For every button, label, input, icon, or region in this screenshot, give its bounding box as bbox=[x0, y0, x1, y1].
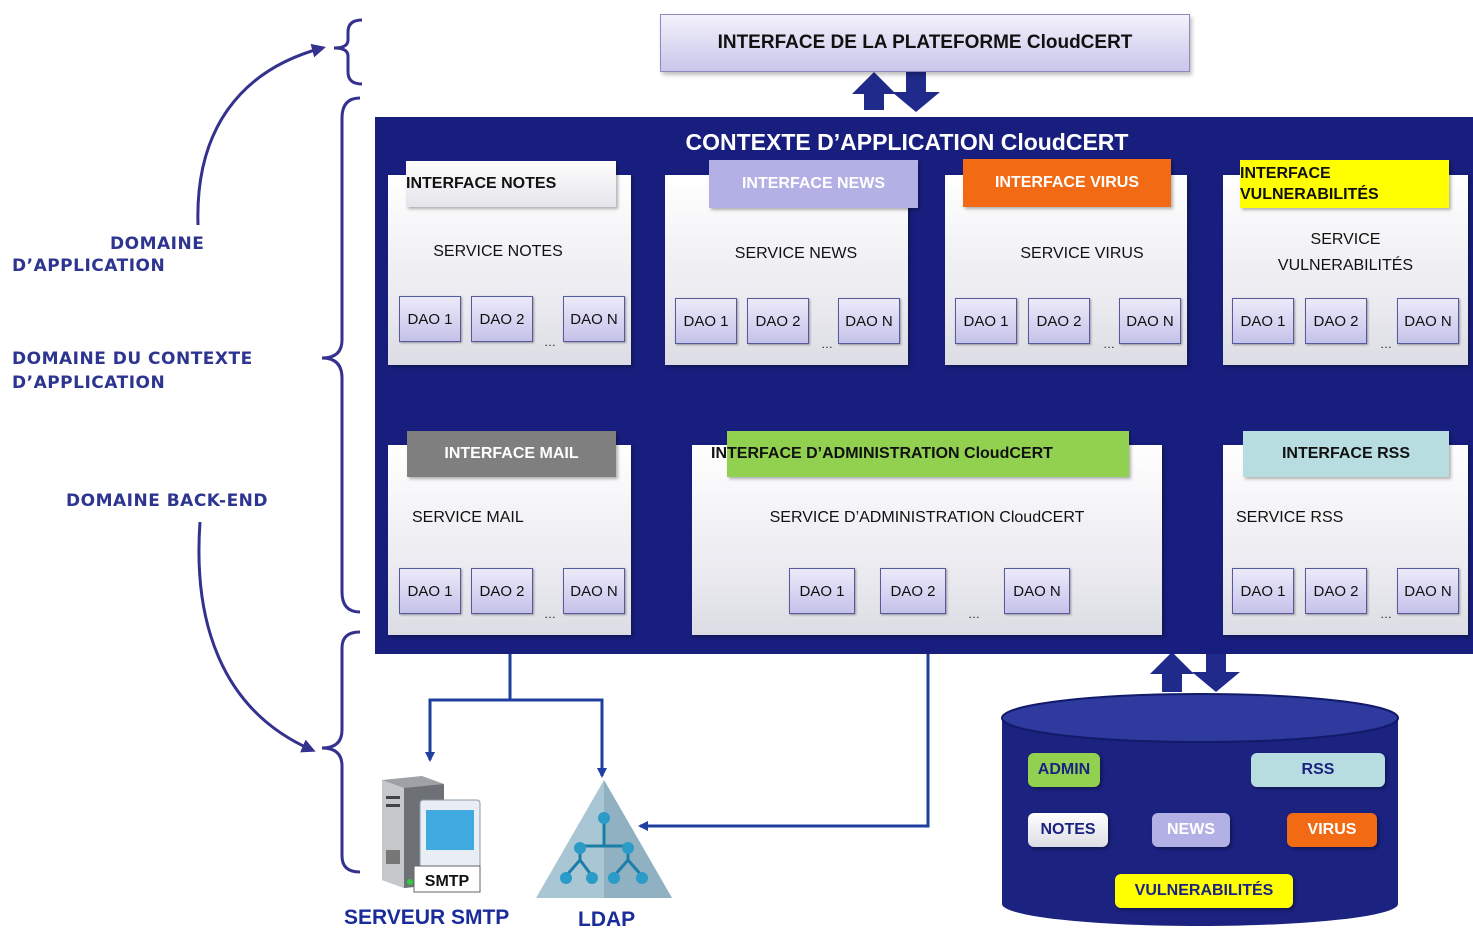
service-vuln-line2: VULNERABILITÉS bbox=[1277, 257, 1414, 274]
dao-ellipsis: … bbox=[968, 607, 980, 621]
interface-vuln-line1: INTERFACE bbox=[1240, 165, 1331, 182]
dao-2: DAO 2 bbox=[747, 298, 809, 344]
smtp-server-label: SERVEUR SMTP bbox=[344, 906, 510, 929]
dao-n: DAO N bbox=[1397, 568, 1459, 614]
arrow-down-db bbox=[1192, 654, 1240, 692]
context-title: CONTEXTE D’APPLICATION CloudCERT bbox=[685, 129, 1129, 155]
domain-application-line1: DOMAINE bbox=[110, 234, 205, 254]
brace-bottom bbox=[321, 630, 361, 874]
dao-2: DAO 2 bbox=[471, 568, 533, 614]
service-vulnerabilites: SERVICE VULNERABILITÉS bbox=[1223, 227, 1468, 279]
dao-2: DAO 2 bbox=[1028, 298, 1090, 344]
db-tag-virus: VIRUS bbox=[1287, 813, 1377, 847]
dao-1: DAO 1 bbox=[955, 298, 1017, 344]
dao-2: DAO 2 bbox=[471, 296, 533, 342]
domain-application-line2: D’APPLICATION bbox=[12, 256, 166, 276]
curve-arrow-top bbox=[196, 43, 326, 226]
arrow-up-top bbox=[852, 72, 896, 110]
domain-context-line1: DOMAINE DU CONTEXTE bbox=[12, 349, 253, 369]
dao-2: DAO 2 bbox=[880, 568, 946, 614]
dao-n: DAO N bbox=[1397, 298, 1459, 344]
interface-news: INTERFACE NEWS bbox=[709, 160, 918, 208]
interface-notes: INTERFACE NOTES bbox=[406, 161, 616, 207]
service-mail: SERVICE MAIL bbox=[412, 509, 524, 526]
dao-n: DAO N bbox=[838, 298, 900, 344]
domain-context-line2: D’APPLICATION bbox=[12, 373, 166, 393]
smtp-server-icon: SMTP bbox=[382, 776, 481, 893]
dao-1: DAO 1 bbox=[1232, 568, 1294, 614]
service-news: SERVICE NEWS bbox=[734, 245, 858, 262]
dao-ellipsis: … bbox=[1380, 337, 1392, 351]
dao-n: DAO N bbox=[563, 568, 625, 614]
interface-rss: INTERFACE RSS bbox=[1243, 431, 1449, 477]
brace-middle bbox=[321, 96, 361, 614]
ldap-icon bbox=[536, 780, 672, 898]
dao-n: DAO N bbox=[563, 296, 625, 342]
interface-virus: INTERFACE VIRUS bbox=[963, 159, 1171, 207]
service-notes: SERVICE NOTES bbox=[433, 243, 563, 260]
interface-vuln-line2: VULNERABILITÉS bbox=[1240, 186, 1379, 203]
dao-ellipsis: … bbox=[821, 337, 833, 351]
service-rss: SERVICE RSS bbox=[1236, 509, 1344, 526]
dao-ellipsis: … bbox=[1380, 607, 1392, 621]
dao-1: DAO 1 bbox=[399, 568, 461, 614]
interface-mail: INTERFACE MAIL bbox=[407, 431, 616, 477]
service-virus: SERVICE VIRUS bbox=[1020, 245, 1144, 262]
db-tag-notes: NOTES bbox=[1028, 813, 1108, 847]
dao-ellipsis: … bbox=[544, 607, 556, 621]
dao-1: DAO 1 bbox=[399, 296, 461, 342]
interface-admin-label: INTERFACE D’ADMINISTRATION CloudCERT bbox=[711, 445, 1053, 462]
smtp-icon-label: SMTP bbox=[425, 873, 470, 890]
dao-1: DAO 1 bbox=[675, 298, 737, 344]
db-tag-admin: ADMIN bbox=[1028, 753, 1100, 787]
dao-1: DAO 1 bbox=[1232, 298, 1294, 344]
service-vuln-line1: SERVICE bbox=[1310, 231, 1381, 248]
db-tag-vulnerabilites: VULNERABILITÉS bbox=[1115, 874, 1293, 908]
brace-top bbox=[333, 18, 363, 86]
curve-arrow-bottom bbox=[197, 521, 316, 753]
platform-interface: INTERFACE DE LA PLATEFORME CloudCERT bbox=[660, 14, 1190, 72]
ldap-label: LDAP bbox=[578, 908, 636, 931]
dao-ellipsis: … bbox=[544, 335, 556, 349]
interface-admin: INTERFACE D’ADMINISTRATION CloudCERT bbox=[711, 431, 1129, 477]
arrow-up-db bbox=[1150, 652, 1194, 692]
dao-n: DAO N bbox=[1004, 568, 1070, 614]
db-tag-rss: RSS bbox=[1251, 753, 1385, 787]
db-tag-news: NEWS bbox=[1152, 813, 1230, 847]
dao-1: DAO 1 bbox=[789, 568, 855, 614]
dao-n: DAO N bbox=[1119, 298, 1181, 344]
interface-vulnerabilites: INTERFACE VULNERABILITÉS bbox=[1240, 160, 1449, 208]
domain-backend: DOMAINE BACK-END bbox=[66, 491, 269, 511]
dao-2: DAO 2 bbox=[1305, 568, 1367, 614]
dao-ellipsis: … bbox=[1103, 337, 1115, 351]
service-admin: SERVICE D’ADMINISTRATION CloudCERT bbox=[769, 509, 1085, 526]
arrow-down-top bbox=[892, 72, 940, 112]
dao-2: DAO 2 bbox=[1305, 298, 1367, 344]
